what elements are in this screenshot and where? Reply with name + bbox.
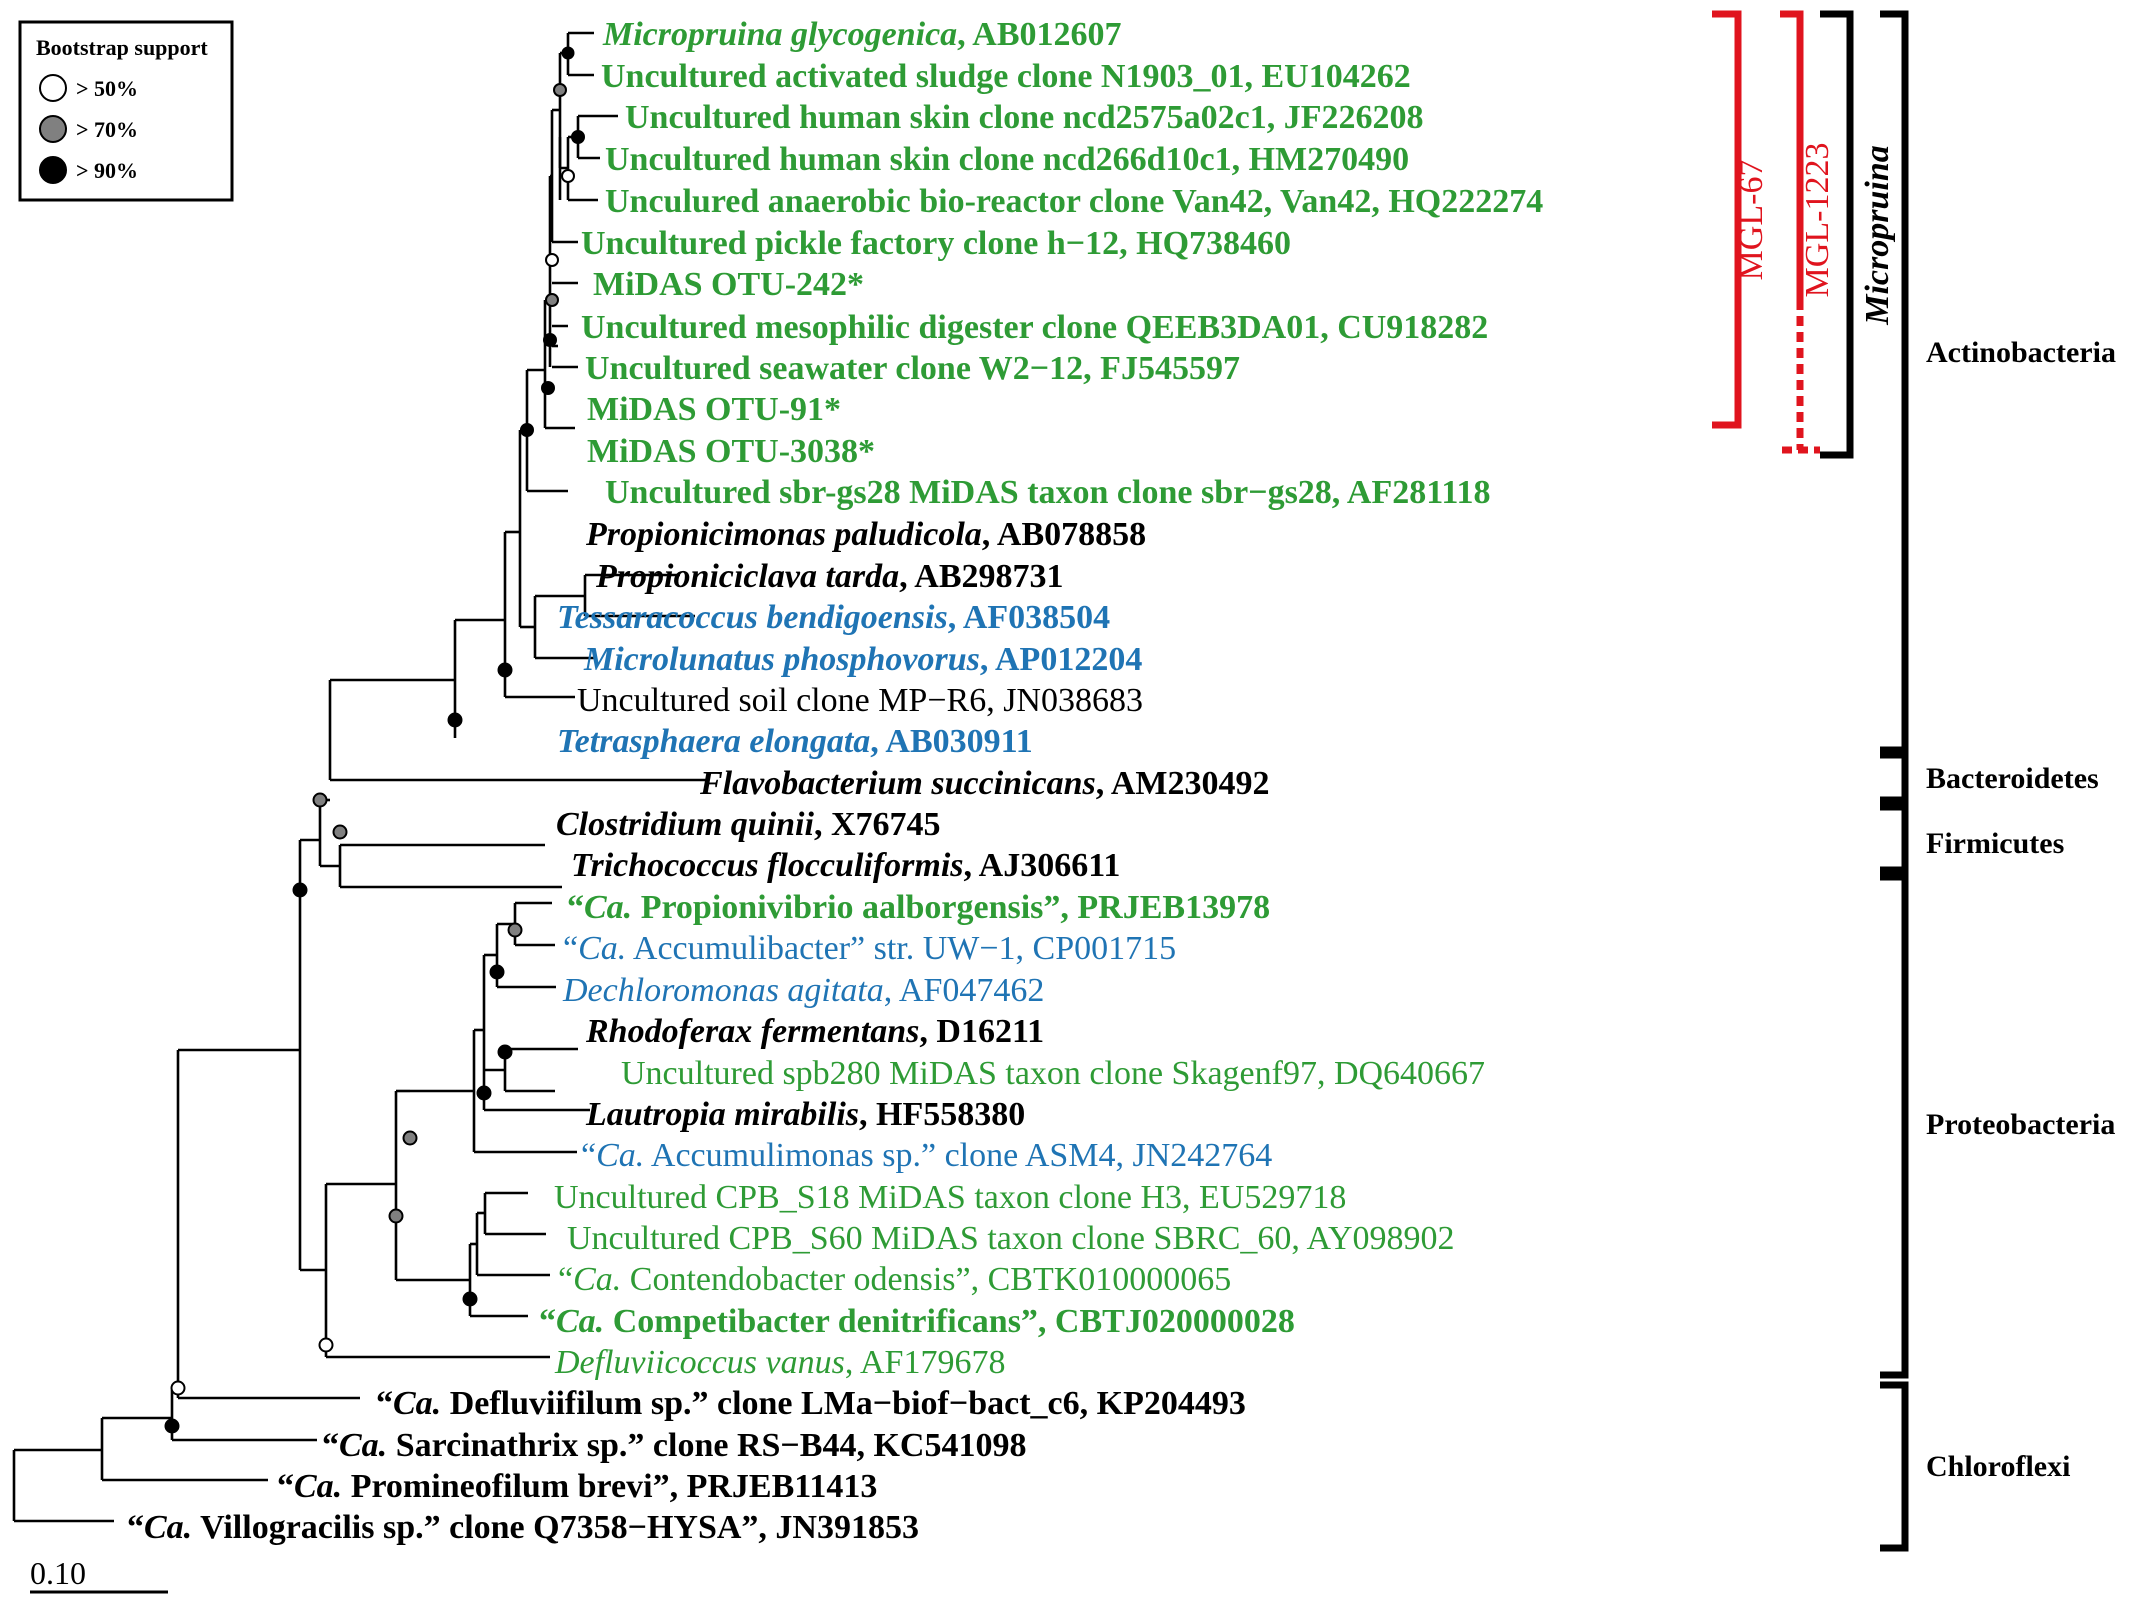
- firmicutes-bracket: [1880, 803, 1909, 874]
- leaf-label: “Ca. Villogracilis sp.” clone Q7358−HYSA…: [127, 1509, 919, 1546]
- phylum-label-bacteroidetes: Bacteroidetes: [1926, 762, 2099, 795]
- node-marker: [447, 712, 463, 728]
- leaf-label: Uncultured CPB_S60 MiDAS taxon clone SBR…: [567, 1220, 1455, 1257]
- node-marker: [507, 922, 523, 938]
- scale-bar: 0.10: [30, 1555, 168, 1594]
- leaf-label: MiDAS OTU-3038*: [587, 433, 875, 470]
- node-marker: [561, 46, 575, 60]
- leaf-label: Uncultured pickle factory clone h−12, HQ…: [581, 225, 1291, 262]
- leaf-labels: Micropruina glycogenica, AB012607Uncultu…: [127, 16, 1543, 1546]
- phylum-label-actinobacteria: Actinobacteria: [1926, 336, 2116, 369]
- bacteroidetes-bracket: [1880, 751, 1909, 804]
- leaf-label: Uncultured seawater clone W2−12, FJ54559…: [585, 350, 1240, 387]
- leaf-label: Tessaracoccus bendigoensis, AF038504: [557, 599, 1110, 636]
- leaf-label: MiDAS OTU-242*: [593, 266, 864, 303]
- legend-label-70: > 70%: [76, 117, 138, 142]
- leaf-label: “Ca. Contendobacter odensis”, CBTK010000…: [558, 1261, 1231, 1298]
- legend-title: Bootstrap support: [36, 35, 208, 60]
- leaf-label: Uncultured mesophilic digester clone QEE…: [581, 309, 1488, 346]
- node-marker: [164, 1418, 180, 1434]
- phylum-label-chloroflexi: Chloroflexi: [1926, 1450, 2070, 1483]
- node-marker: [388, 1208, 404, 1224]
- tree-branches: [12, 31, 708, 1523]
- leaf-label: “Ca. Propionivibrio aalborgensis”, PRJEB…: [567, 889, 1270, 926]
- clade-label-micropruina: Micropruina: [1859, 145, 1896, 326]
- leaf-label: “Ca. Accumulimonas sp.” clone ASM4, JN24…: [581, 1137, 1272, 1174]
- node-marker: [312, 792, 328, 808]
- legend-black-circle-icon: [39, 156, 67, 184]
- bootstrap-nodes: [164, 46, 585, 1434]
- phylum-label-proteobacteria: Proteobacteria: [1926, 1108, 2115, 1141]
- leaf-label: Uncultured spb280 MiDAS taxon clone Skag…: [621, 1055, 1485, 1092]
- leaf-label: “Ca. Promineofilum brevi”, PRJEB11413: [277, 1468, 877, 1505]
- leaf-label: Uncultured soil clone MP−R6, JN038683: [577, 682, 1143, 719]
- leaf-label: Uncultured human skin clone ncd2575a02c1…: [625, 99, 1423, 136]
- node-marker: [541, 381, 555, 395]
- leaf-label: Defluviicoccus vanus, AF179678: [554, 1344, 1005, 1381]
- clade-label-mgl67: MGL-67: [1733, 160, 1770, 281]
- leaf-label: Dechloromonas agitata, AF047462: [562, 972, 1044, 1009]
- node-marker: [497, 662, 513, 678]
- mgl1223-bracket-upper: [1780, 10, 1804, 300]
- micropruina-bracket: [1820, 10, 1854, 459]
- node-marker: [497, 1044, 513, 1060]
- legend-label-50: > 50%: [76, 76, 138, 101]
- node-marker: [545, 293, 559, 307]
- legend: Bootstrap support > 50% > 70% > 90%: [18, 20, 234, 202]
- leaf-label: Micropruina glycogenica, AB012607: [602, 16, 1122, 53]
- node-marker: [543, 333, 557, 347]
- leaf-label: Flavobacterium succinicans, AM230492: [699, 765, 1270, 802]
- node-marker: [462, 1291, 478, 1307]
- leaf-label: Trichococcus flocculiformis, AJ306611: [571, 847, 1120, 884]
- node-marker: [476, 1085, 492, 1101]
- node-marker: [402, 1130, 418, 1146]
- leaf-label: Lautropia mirabilis, HF558380: [585, 1096, 1025, 1133]
- leaf-label: Uncultured human skin clone ncd266d10c1,…: [605, 141, 1409, 178]
- leaf-label: Rhodoferax fermentans, D16211: [585, 1013, 1044, 1050]
- chloroflexi-bracket: [1880, 1381, 1909, 1552]
- node-marker: [489, 964, 505, 980]
- legend-label-90: > 90%: [76, 158, 138, 183]
- actinobacteria-bracket: [1880, 10, 1909, 754]
- node-marker: [571, 130, 585, 144]
- leaf-label: Microlunatus phosphovorus, AP012204: [583, 641, 1142, 678]
- node-marker: [292, 882, 308, 898]
- node-marker: [520, 423, 534, 437]
- leaf-label: MiDAS OTU-91*: [587, 391, 841, 428]
- leaf-label: “Ca. Competibacter denitrificans”, CBTJ0…: [539, 1303, 1295, 1340]
- node-marker: [561, 169, 575, 183]
- leaf-label: “Ca. Defluviifilum sp.” clone LMa−biof−b…: [376, 1385, 1246, 1422]
- phylum-label-firmicutes: Firmicutes: [1926, 827, 2064, 860]
- leaf-label: Uncultured activated sludge clone N1903_…: [601, 58, 1411, 95]
- proteobacteria-bracket: [1880, 873, 1909, 1379]
- leaf-label: Uncultured sbr-gs28 MiDAS taxon clone sb…: [605, 474, 1491, 511]
- leaf-label: Unculured anaerobic bio-reactor clone Va…: [605, 183, 1543, 220]
- clade-brackets: [1712, 10, 1909, 1552]
- leaf-label: Uncultured CPB_S18 MiDAS taxon clone H3,…: [554, 1179, 1346, 1216]
- node-marker: [553, 83, 567, 97]
- legend-gray-circle-icon: [39, 115, 67, 143]
- node-marker: [318, 1337, 334, 1353]
- node-marker: [170, 1380, 186, 1396]
- scale-bar-label: 0.10: [30, 1555, 86, 1591]
- node-marker: [332, 824, 348, 840]
- leaf-label: Propioniciclava tarda, AB298731: [595, 558, 1064, 595]
- leaf-label: “Ca. Sarcinathrix sp.” clone RS−B44, KC5…: [322, 1427, 1026, 1464]
- legend-white-circle-icon: [39, 74, 67, 102]
- leaf-label: “Ca. Accumulibacter” str. UW−1, CP001715: [563, 930, 1176, 967]
- leaf-label: Clostridium quinii, X76745: [556, 806, 941, 843]
- leaf-label: Tetrasphaera elongata, AB030911: [557, 723, 1033, 760]
- clade-label-mgl1223: MGL-1223: [1799, 143, 1836, 298]
- mgl67-bracket: [1712, 10, 1742, 429]
- node-marker: [545, 253, 559, 267]
- leaf-label: Propionicimonas paludicola, AB078858: [585, 516, 1146, 553]
